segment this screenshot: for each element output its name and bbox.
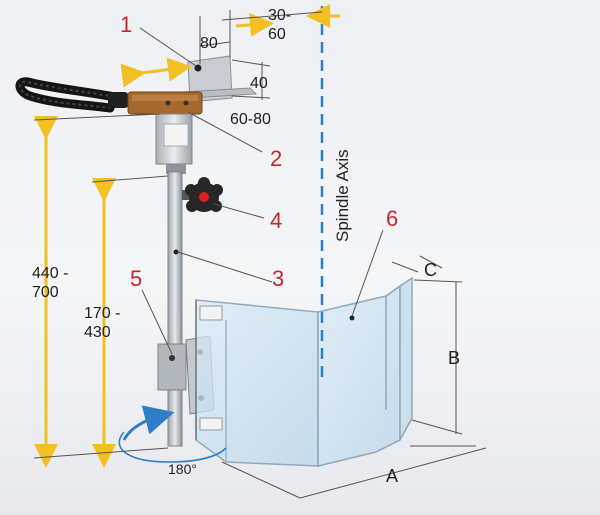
spindle-axis-label: Spindle Axis	[333, 149, 352, 242]
dim-b: B	[448, 348, 460, 368]
dimension-lines	[33, 10, 487, 499]
callout-5: 5	[130, 266, 142, 291]
lamp-head	[127, 91, 203, 115]
lamp-body	[155, 113, 193, 174]
dim-c: C	[424, 260, 437, 280]
dim-440-700: 440 - 700	[32, 265, 68, 301]
callout-2: 2	[270, 146, 282, 171]
dim-line-0: 30-	[268, 7, 291, 24]
rotation-arc	[118, 431, 227, 463]
clamp-knob	[182, 177, 223, 212]
callout-1: 1	[120, 12, 132, 37]
dim-30-60: 30-60	[268, 7, 291, 43]
callout-numbers: 1 2 3 4 5 6	[120, 12, 398, 291]
callout-leaders	[139, 27, 384, 355]
dim-80: 80	[200, 35, 218, 52]
rod-marker-dot	[173, 249, 179, 255]
dim-rotation: 180°	[168, 461, 197, 477]
callout-4: 4	[270, 208, 282, 233]
adjustment-arrows	[34, 4, 340, 468]
dim-60-80: 60-80	[230, 111, 271, 128]
protective-shield	[195, 276, 413, 467]
dim-line-1: 700	[32, 284, 59, 301]
dim-line-0: 440 -	[32, 265, 68, 282]
dim-line-1: 430	[84, 324, 111, 341]
callout-6: 6	[386, 206, 398, 231]
dim-a: A	[386, 466, 398, 486]
dimension-labels: 80 40 60-80 A B C 180°	[168, 35, 460, 486]
dim-line-0: 170 -	[84, 305, 120, 322]
power-cable	[15, 77, 128, 113]
dim-170-430: 170 - 430	[84, 305, 120, 341]
support-rod	[167, 171, 183, 447]
dim-line-1: 60	[268, 26, 286, 43]
rotation-arrow	[122, 405, 175, 441]
callout-3: 3	[272, 266, 284, 291]
dim-40: 40	[250, 75, 268, 92]
